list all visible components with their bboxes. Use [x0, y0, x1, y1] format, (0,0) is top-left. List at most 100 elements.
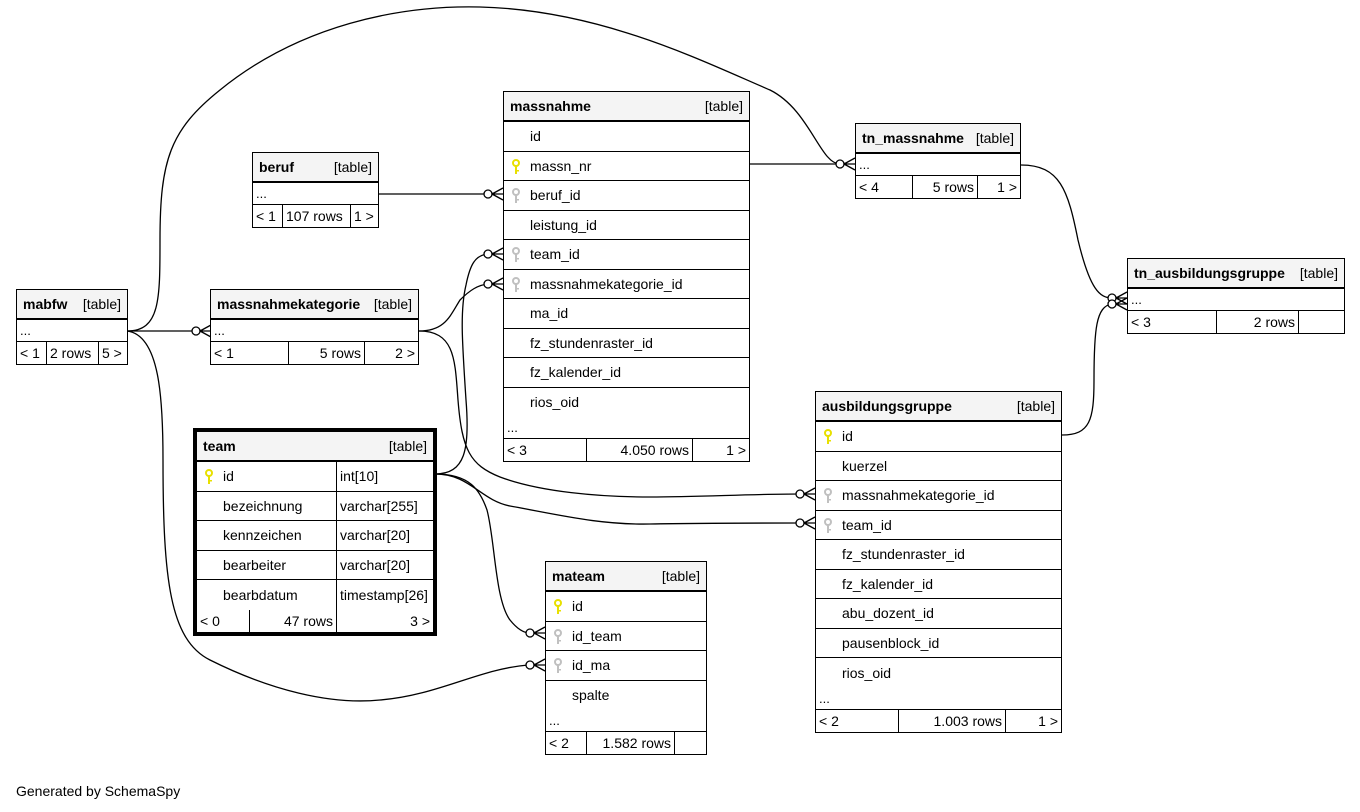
zero-cardinality-circle — [483, 189, 493, 199]
table-name[interactable]: massnahmekategorie — [217, 296, 361, 312]
column-row[interactable]: id_ma — [546, 651, 706, 681]
table-footer: < 1 107 rows 1 > — [253, 205, 378, 227]
table-name[interactable]: massnahme — [510, 98, 591, 114]
parents-count: < 3 — [507, 442, 527, 458]
table-name[interactable]: tn_massnahme — [862, 130, 964, 146]
children-count: 1 > — [692, 439, 749, 461]
column-row[interactable]: spalte — [546, 681, 706, 711]
table-type-tag: [table] — [1299, 265, 1338, 281]
column-row[interactable]: beruf_id — [504, 181, 749, 211]
table-mabfw[interactable]: mabfw [table] ... < 1 2 rows 5 > — [16, 289, 128, 365]
zero-cardinality-circle — [483, 249, 493, 259]
column-row[interactable]: fz_kalender_id — [504, 358, 749, 388]
column-name: leistung_id — [530, 216, 597, 233]
foreign-key-icon — [512, 188, 520, 204]
edge-ausbildungsgruppe-tn-ausbildungsgruppe[interactable] — [1061, 303, 1113, 436]
column-row[interactable]: abu_dozent_id — [816, 599, 1061, 629]
edge-mabfw-tn-massnahme[interactable] — [126, 6, 841, 332]
column-row[interactable]: fz_kalender_id — [816, 570, 1061, 599]
primary-key-icon — [512, 158, 520, 175]
table-name[interactable]: mabfw — [23, 296, 68, 312]
column-name: fz_stundenraster_id — [842, 546, 965, 563]
column-row[interactable]: leistung_id — [504, 211, 749, 240]
crows-foot-many-marker — [843, 157, 856, 171]
more-columns-ellipsis: ... — [856, 154, 1020, 176]
foreign-key-icon — [512, 247, 520, 263]
column-row[interactable]: fz_stundenraster_id — [816, 540, 1061, 570]
column-row[interactable]: ma_id — [504, 299, 749, 329]
column-row[interactable]: rios_oid — [504, 388, 749, 418]
column-row[interactable]: rios_oid — [816, 658, 1061, 688]
column-name: massnahmekategorie_id — [530, 275, 683, 292]
row-count: 2 rows — [46, 342, 98, 364]
column-row[interactable]: kuerzel — [816, 452, 1061, 481]
table-tn-ausbildungsgruppe[interactable]: tn_ausbildungsgruppe [table] ... < 3 2 r… — [1127, 258, 1345, 334]
edge-tn-massnahme-tn-ausbildungsgruppe[interactable] — [1020, 164, 1113, 299]
table-name[interactable]: ausbildungsgruppe — [822, 398, 952, 414]
table-massnahmekategorie[interactable]: massnahmekategorie [table] ... < 1 5 row… — [210, 289, 419, 365]
table-name[interactable]: mateam — [552, 568, 605, 584]
edge-mabfw-mateam[interactable] — [126, 330, 531, 702]
edge-team-massnahme[interactable] — [434, 253, 489, 475]
column-type: varchar[20] — [336, 550, 433, 579]
generated-by-note: Generated by SchemaSpy — [16, 783, 181, 799]
table-type-tag: [table] — [82, 296, 121, 312]
column-type: timestamp[26] — [336, 580, 433, 610]
row-count: 5 rows — [912, 176, 977, 198]
row-count: 47 rows — [249, 609, 336, 632]
column-row[interactable]: id — [816, 422, 1061, 452]
column-row[interactable]: massnahmekategorie_id — [816, 481, 1061, 511]
children-count — [1298, 311, 1344, 333]
column-name: rios_oid — [530, 394, 580, 411]
crows-foot-many-marker — [491, 187, 504, 201]
edge-massnahmekategorie-massnahme[interactable] — [418, 283, 489, 332]
column-row[interactable]: id_team — [546, 622, 706, 651]
table-beruf[interactable]: beruf [table] ... < 1 107 rows 1 > — [252, 152, 379, 228]
row-count: 4.050 rows — [586, 439, 692, 461]
column-name: id — [842, 428, 853, 445]
table-header: mabfw [table] — [17, 290, 127, 320]
column-row[interactable]: id — [504, 122, 749, 152]
edge-team-mateam[interactable] — [434, 473, 531, 634]
edge-team-ausbildungsgruppe[interactable] — [434, 473, 801, 525]
table-footer: < 3 4.050 rows 1 > — [504, 439, 749, 461]
table-header: beruf [table] — [253, 153, 378, 183]
column-row[interactable]: massn_nr — [504, 152, 749, 181]
crows-foot-many-marker — [491, 247, 504, 261]
column-name: massn_nr — [530, 157, 592, 174]
table-type-tag: [table] — [1016, 398, 1055, 414]
column-name: kennzeichen — [223, 527, 302, 544]
parents-count: < 0 — [200, 612, 220, 629]
column-row[interactable]: id — [546, 592, 706, 622]
column-name: fz_kalender_id — [842, 575, 934, 592]
table-type-tag: [table] — [975, 130, 1014, 146]
table-name[interactable]: tn_ausbildungsgruppe — [1134, 265, 1285, 281]
table-tn-massnahme[interactable]: tn_massnahme [table] ... < 4 5 rows 1 > — [855, 123, 1021, 199]
column-row[interactable]: team_id — [504, 240, 749, 270]
table-name[interactable]: beruf — [259, 159, 294, 175]
column-row[interactable]: pausenblock_id — [816, 629, 1061, 658]
crows-foot-many-marker — [803, 487, 816, 501]
column-row[interactable]: team_id — [816, 511, 1061, 540]
table-header: tn_ausbildungsgruppe [table] — [1128, 259, 1344, 289]
table-type-tag: [table] — [704, 98, 743, 114]
table-footer: < 2 1.003 rows 1 > — [816, 709, 1061, 732]
table-name[interactable]: team — [203, 438, 236, 454]
column-row[interactable]: massnahmekategorie_id — [504, 270, 749, 299]
column-row[interactable]: fz_stundenraster_id — [504, 329, 749, 358]
children-count: 1 > — [977, 176, 1020, 198]
crows-foot-many-marker — [803, 516, 816, 530]
crows-foot-many-marker — [1115, 297, 1128, 311]
edge-massnahmekategorie-ausbildungsgruppe[interactable] — [418, 330, 801, 498]
